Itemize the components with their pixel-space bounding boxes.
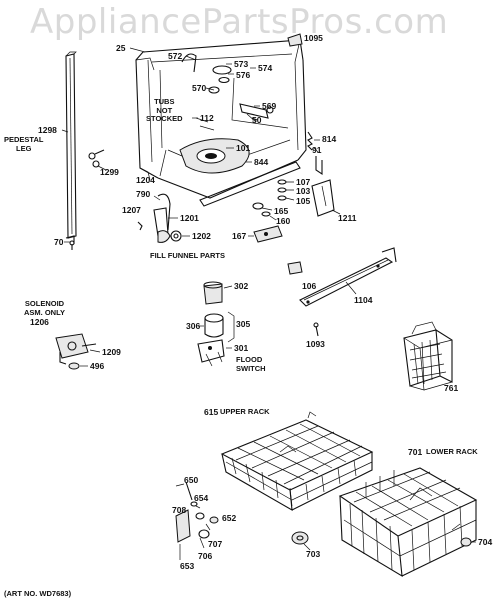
part-70-screw — [64, 240, 75, 250]
part-label-1093: 1093 — [306, 339, 325, 349]
part-106-clip — [287, 261, 303, 275]
part-label-305: 305 — [236, 319, 251, 329]
part-label-706: 706 — [198, 551, 213, 561]
part-label-496: 496 — [90, 361, 105, 371]
part-label-570: 570 — [192, 83, 207, 93]
part-91-bracket — [311, 147, 341, 217]
caption-line: FLOOD — [236, 355, 263, 364]
part-label-105: 105 — [296, 196, 311, 206]
part-label-25: 25 — [116, 43, 126, 53]
caption-fill-funnel-parts: FILL FUNNEL PARTS — [150, 251, 225, 260]
caption-flood-switch: FLOOD SWITCH — [236, 355, 266, 373]
part-1104-rail — [299, 247, 397, 307]
part-label-701: 701 — [408, 447, 423, 457]
part-label-1202: 1202 — [192, 231, 211, 241]
caption-line: NOT — [156, 105, 173, 115]
part-label-790: 790 — [136, 189, 151, 199]
flood-switch-assembly — [197, 281, 235, 367]
fill-funnel — [137, 193, 190, 243]
caption-line: STOCKED — [146, 114, 183, 123]
part-167-bracket — [248, 225, 283, 243]
washer-stack — [277, 179, 295, 201]
part-label-107: 107 — [296, 177, 311, 187]
part-label-761: 761 — [444, 383, 459, 393]
part-label-707: 707 — [208, 539, 223, 549]
part-label-1201: 1201 — [180, 213, 199, 223]
upper-rack — [220, 411, 374, 512]
part-label-1211: 1211 — [338, 213, 357, 223]
part-label-708: 708 — [172, 505, 187, 515]
part-label-301: 301 — [234, 343, 249, 353]
part-label-1095: 1095 — [304, 33, 323, 43]
part-label-703: 703 — [306, 549, 321, 559]
part-label-101: 101 — [236, 143, 251, 153]
pedestal-leg — [61, 51, 77, 244]
part-703-wheel — [291, 531, 311, 551]
tub-leaders — [129, 47, 260, 163]
part-label-1298: 1298 — [38, 125, 57, 135]
caption-line: SOLENOID — [24, 299, 65, 308]
silverware-basket — [403, 321, 453, 391]
caption-line: ASM. ONLY — [24, 307, 65, 317]
part-label-1206: 1206 — [30, 317, 49, 327]
caption-line: LEG — [16, 143, 32, 153]
part-label-302: 302 — [234, 281, 249, 291]
part-label-70: 70 — [54, 237, 64, 247]
part-label-1204: 1204 — [136, 175, 155, 185]
part-label-167: 167 — [232, 231, 247, 241]
part-label-569: 569 — [262, 101, 277, 111]
art-number: (ART NO. WD7683) — [4, 589, 72, 598]
part-label-704: 704 — [478, 537, 493, 547]
part-label-160: 160 — [276, 216, 291, 226]
part-label-652: 652 — [222, 513, 237, 523]
part-label-1299: 1299 — [100, 167, 119, 177]
part-label-653: 653 — [180, 561, 195, 571]
caption-line: SWITCH — [236, 363, 266, 373]
part-label-106: 106 — [302, 281, 317, 291]
caption-upper-rack: UPPER RACK — [220, 407, 270, 416]
caption-pedestal-leg: PEDESTAL LEG — [4, 135, 44, 153]
part-1299-bolts — [88, 149, 107, 171]
tub-drawing — [135, 39, 307, 207]
caption-line: PEDESTAL — [4, 135, 44, 144]
part-label-844: 844 — [254, 157, 269, 167]
part-label-573: 573 — [234, 59, 249, 69]
part-label-50: 50 — [252, 115, 262, 125]
parts-165-160 — [252, 202, 277, 221]
part-label-1207: 1207 — [122, 205, 141, 215]
part-label-574: 574 — [258, 63, 273, 73]
part-1095-clip — [287, 33, 303, 47]
part-label-306: 306 — [186, 321, 201, 331]
watermark: AppliancePartsPros.com — [30, 2, 449, 42]
rack-roller-parts — [175, 481, 219, 560]
part-label-1209: 1209 — [102, 347, 121, 357]
caption-solenoid: SOLENOID ASM. ONLY — [24, 299, 65, 317]
part-label-1104: 1104 — [354, 295, 373, 305]
lower-rack — [338, 467, 478, 578]
caption-tubs-not-stocked: TUBS NOT STOCKED — [146, 97, 183, 124]
part-label-165: 165 — [274, 206, 289, 216]
part-1093-screw — [313, 322, 319, 337]
part-label-650: 650 — [184, 475, 199, 485]
caption-line: TUBS — [154, 97, 175, 106]
part-label-91: 91 — [312, 145, 322, 155]
part-label-572: 572 — [168, 51, 183, 61]
solenoid-assembly — [55, 333, 101, 370]
part-704-wheel — [460, 537, 476, 547]
part-label-814: 814 — [322, 134, 337, 144]
part-814-spring — [307, 131, 320, 151]
part-label-112: 112 — [200, 113, 214, 123]
part-label-654: 654 — [194, 493, 209, 503]
part-label-576: 576 — [236, 70, 251, 80]
part-label-103: 103 — [296, 186, 311, 196]
part-label-615: 615 — [204, 407, 219, 417]
caption-lower-rack: LOWER RACK — [426, 447, 478, 456]
